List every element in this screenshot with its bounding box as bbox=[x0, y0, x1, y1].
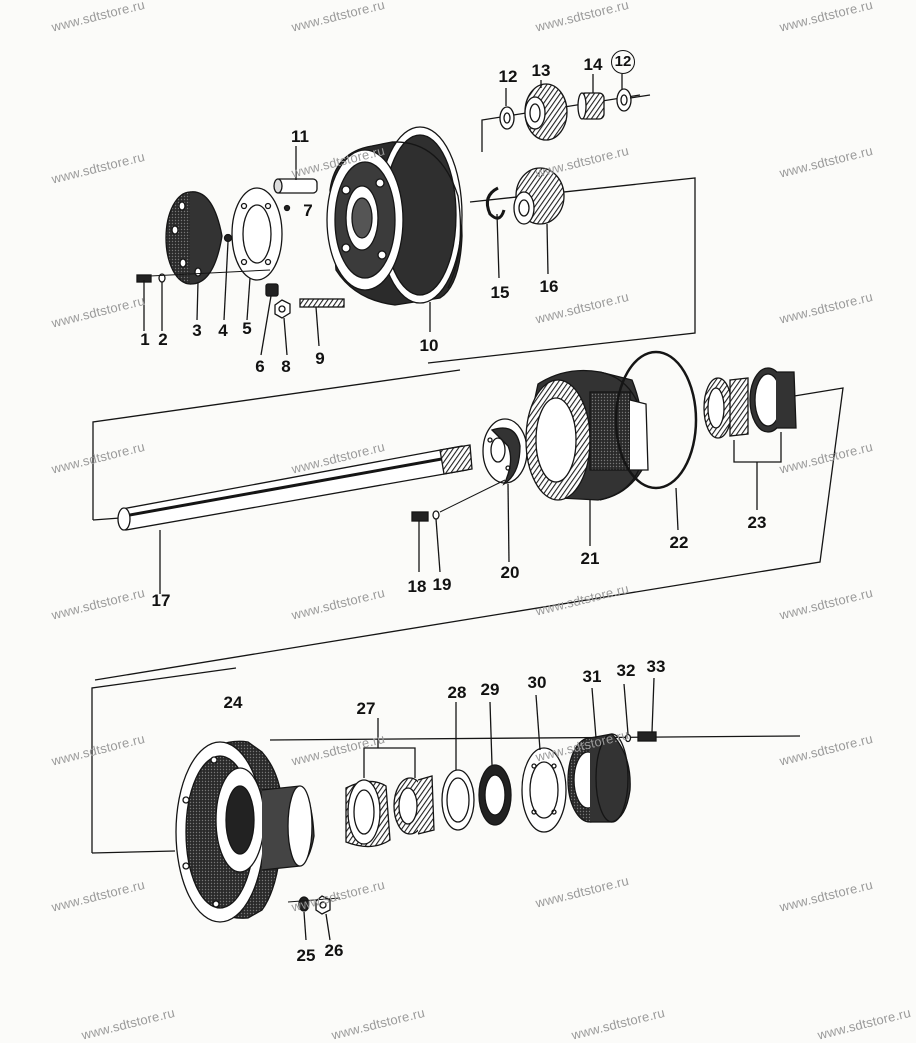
part-5-gasket bbox=[231, 187, 283, 281]
part-15-snap-ring bbox=[485, 186, 506, 220]
part-26-nut bbox=[315, 895, 331, 915]
part-4-pin bbox=[223, 233, 233, 243]
part-label-21: 21 bbox=[580, 549, 600, 568]
part-27-bearing bbox=[345, 775, 435, 848]
group2-frame-right bbox=[94, 387, 844, 681]
part-label-30: 30 bbox=[527, 673, 547, 692]
part-23-bearing bbox=[703, 367, 797, 439]
group3-frame-left bbox=[91, 667, 237, 853]
part-30-gasket bbox=[521, 747, 567, 833]
part-14-bearing bbox=[577, 92, 605, 120]
part-17-shaft bbox=[117, 444, 473, 531]
part-label-29: 29 bbox=[480, 680, 500, 699]
part-8-nut bbox=[274, 299, 291, 319]
part-6-plug bbox=[265, 283, 279, 297]
part-19-washer bbox=[432, 510, 440, 520]
part-label-25: 25 bbox=[296, 946, 316, 965]
part-label-14: 14 bbox=[583, 55, 603, 74]
part-label-13: 13 bbox=[531, 61, 551, 80]
part-11-dowel bbox=[273, 178, 318, 194]
part-16-gear bbox=[513, 167, 565, 225]
part-label-8: 8 bbox=[281, 357, 291, 376]
part-label-31: 31 bbox=[582, 667, 602, 686]
part-label-5: 5 bbox=[242, 319, 252, 338]
part-label-28: 28 bbox=[447, 683, 467, 702]
part-12b-washer bbox=[616, 88, 632, 112]
part-18-bolt bbox=[411, 511, 429, 522]
part-label-11: 11 bbox=[291, 127, 309, 146]
part-label-12-circled: 12 bbox=[611, 50, 635, 74]
part-label-22: 22 bbox=[669, 533, 689, 552]
part-22-o-ring bbox=[614, 350, 698, 490]
part-label-9: 9 bbox=[315, 349, 325, 368]
part-label-1: 1 bbox=[140, 330, 150, 349]
part-label-24: 24 bbox=[223, 693, 243, 712]
part-13-gear bbox=[524, 83, 568, 141]
part-label-7: 7 bbox=[303, 201, 313, 220]
part-label-26: 26 bbox=[324, 941, 344, 960]
part-label-32: 32 bbox=[616, 661, 636, 680]
part-20-flange bbox=[482, 418, 528, 486]
part-label-10: 10 bbox=[419, 336, 439, 355]
part-9-stud bbox=[299, 298, 345, 308]
part-28-ring bbox=[441, 769, 475, 831]
part-label-2: 2 bbox=[158, 330, 168, 349]
part-3-cover bbox=[165, 191, 223, 285]
part-label-18: 18 bbox=[407, 577, 427, 596]
part-21-ring-gear bbox=[525, 369, 649, 501]
part-29-seal bbox=[478, 764, 512, 826]
part-label-23: 23 bbox=[747, 513, 767, 532]
part-24-hub bbox=[175, 740, 315, 923]
part-label-15: 15 bbox=[490, 283, 510, 302]
part-label-16: 16 bbox=[539, 277, 559, 296]
part-label-12: 12 bbox=[498, 67, 518, 86]
part-label-17: 17 bbox=[151, 591, 171, 610]
part-12-washer bbox=[499, 106, 515, 130]
group2-frame-left bbox=[92, 369, 461, 520]
part-label-33: 33 bbox=[646, 657, 666, 676]
part-label-4: 4 bbox=[218, 321, 228, 340]
part-32-washer bbox=[624, 733, 632, 743]
part-10-housing bbox=[326, 126, 463, 306]
group1-frame bbox=[427, 177, 696, 364]
part-label-20: 20 bbox=[500, 563, 520, 582]
part-31-retainer bbox=[567, 733, 631, 823]
part-label-27: 27 bbox=[356, 699, 376, 718]
part-label-6: 6 bbox=[255, 357, 265, 376]
part-33-bolt bbox=[637, 731, 657, 742]
part-label-19: 19 bbox=[432, 575, 452, 594]
part-label-3: 3 bbox=[192, 321, 202, 340]
